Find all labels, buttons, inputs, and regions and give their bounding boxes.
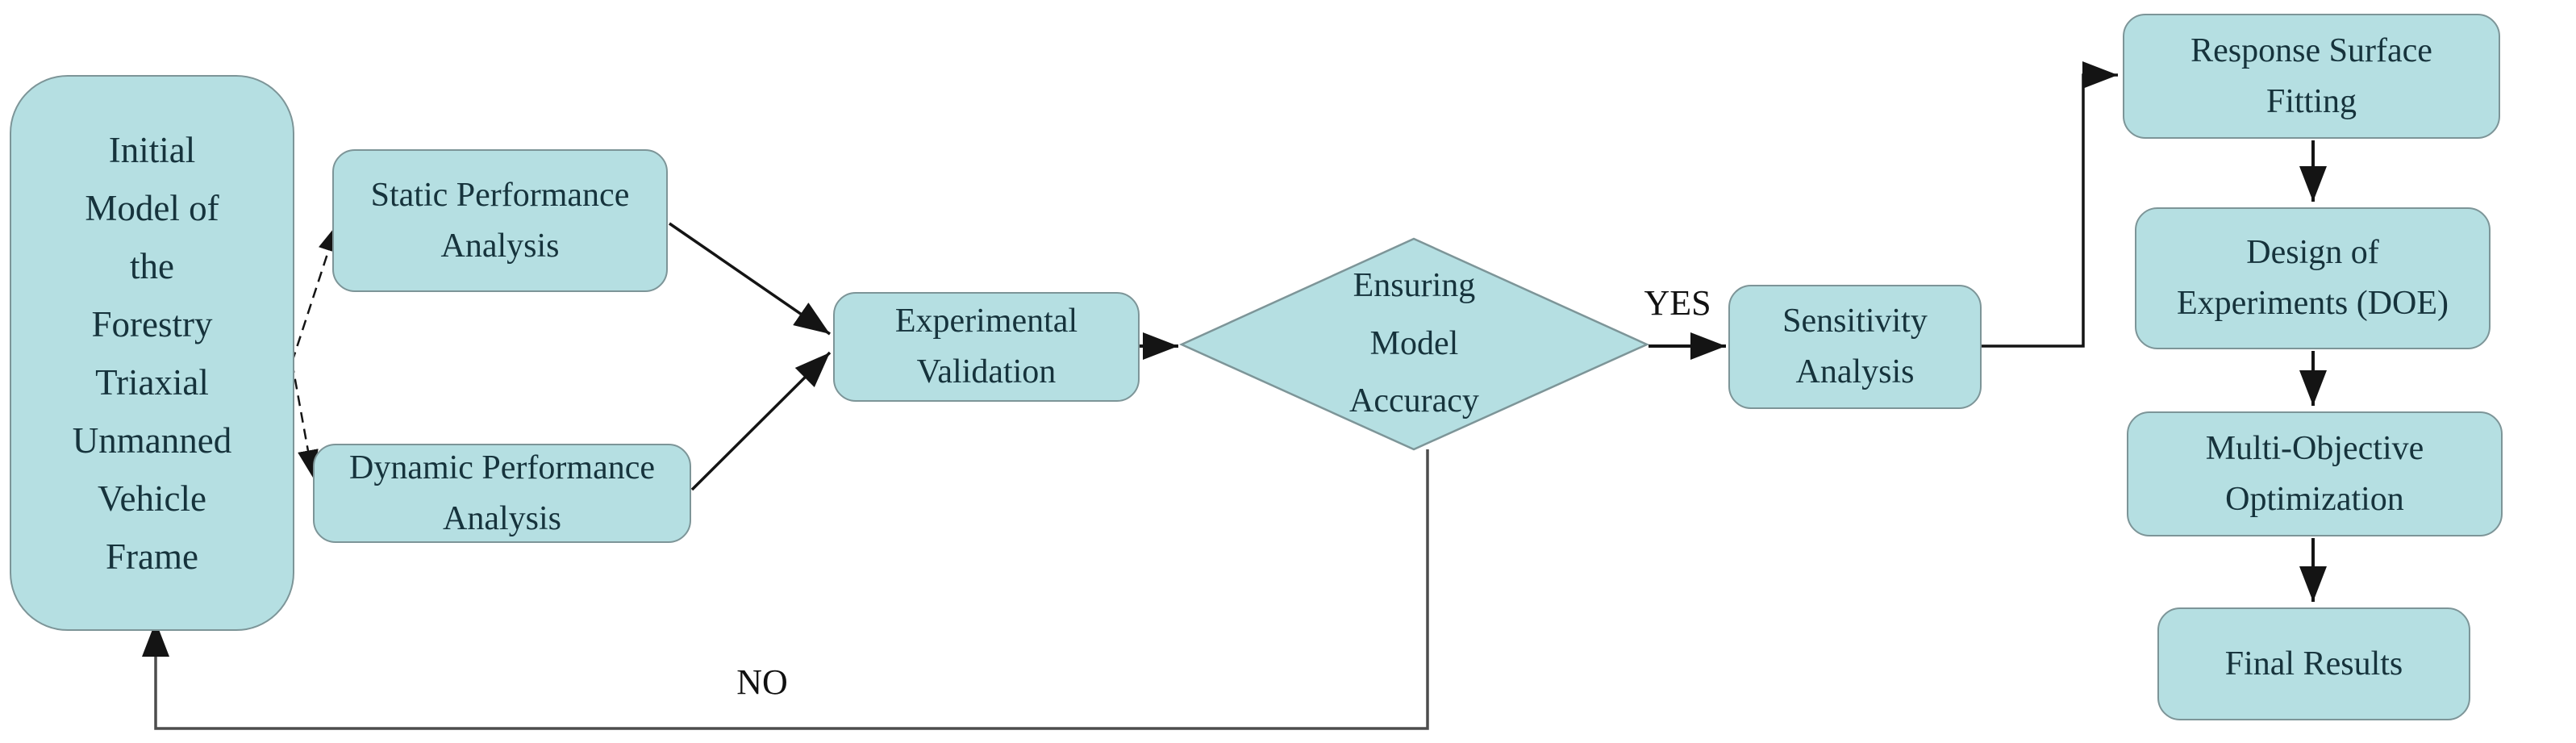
final-results-label: Final Results <box>2224 645 2403 682</box>
response-surface-label: Response Surface Fitting <box>2190 31 2432 120</box>
multi-objective-label: Multi-Objective Optimization <box>2205 429 2424 518</box>
arrow-sensitivity-to-response <box>1982 61 2118 348</box>
doe-node: Design of Experiments (DOE) <box>2135 207 2491 349</box>
arrow-static-to-experimental <box>669 222 831 336</box>
static-performance-node: Static Performance Analysis <box>332 149 668 292</box>
no-edge-label: NO <box>736 662 788 702</box>
experimental-validation-label: Experimental Validation <box>894 303 1078 390</box>
decision-diamond-shape <box>1178 237 1650 451</box>
initial-model-node: Initial Model of the Forestry Triaxial U… <box>10 75 294 631</box>
experimental-validation-node: Experimental Validation <box>833 292 1140 402</box>
response-surface-node: Response Surface Fitting <box>2123 14 2500 139</box>
final-results-node: Final Results <box>2157 607 2470 720</box>
yes-edge-label: YES <box>1644 283 1711 323</box>
ensuring-accuracy-label: Ensuring Model Accuracy <box>1349 267 1479 420</box>
arrow-dynamic-to-experimental <box>690 351 832 491</box>
static-performance-label: Static Performance Analysis <box>370 176 630 265</box>
initial-model-label: Initial Model of the Forestry Triaxial U… <box>72 129 232 577</box>
arrow-initial-to-dynamic <box>290 361 319 478</box>
doe-label: Design of Experiments (DOE) <box>2176 234 2449 322</box>
decision-diamond: Ensuring Model Accuracy <box>1182 239 1647 449</box>
multi-objective-node: Multi-Objective Optimization <box>2127 411 2503 536</box>
arrow-no-loop <box>142 449 1429 730</box>
dynamic-performance-label: Dynamic Performance Analysis <box>348 449 655 537</box>
sensitivity-analysis-label: Sensitivity Analysis <box>1782 303 1928 390</box>
dynamic-performance-node: Dynamic Performance Analysis <box>313 444 691 543</box>
arrow-initial-to-static <box>290 223 339 363</box>
sensitivity-analysis-node: Sensitivity Analysis <box>1728 285 1982 409</box>
